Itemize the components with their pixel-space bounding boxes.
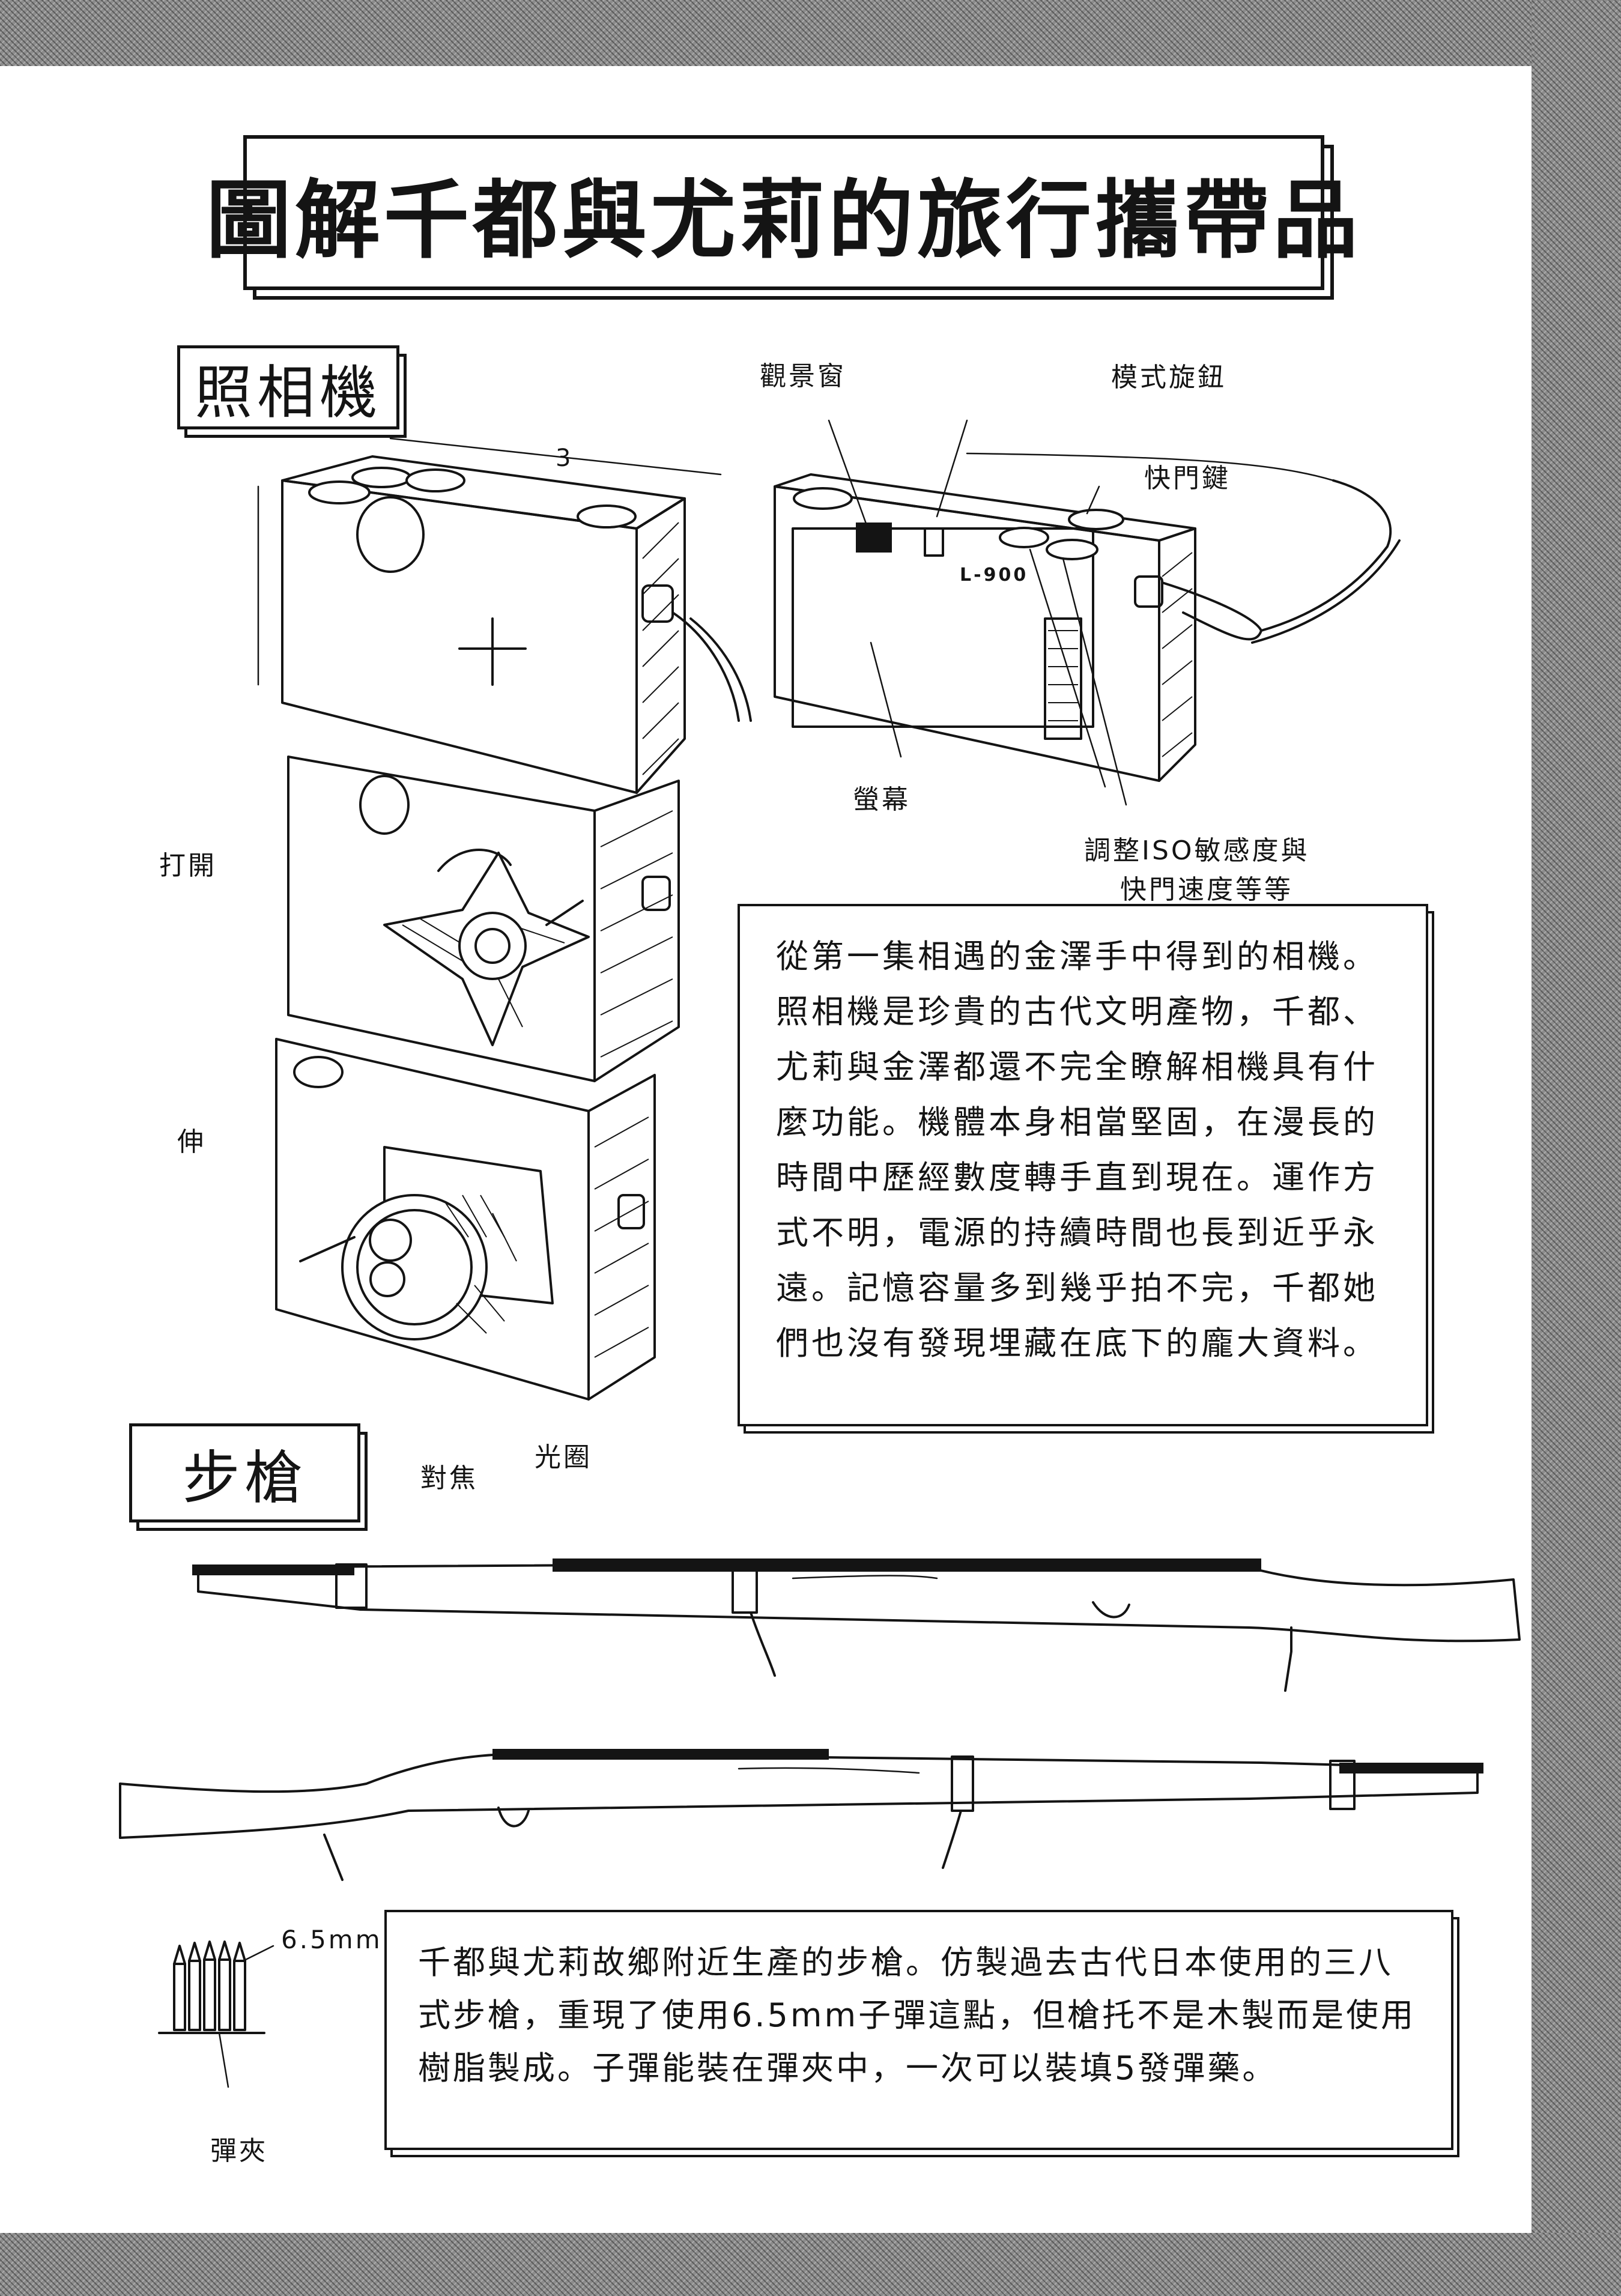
iso-label-line2: 快門速度等等 [1120, 874, 1293, 905]
focus-label: 對焦 [420, 1463, 478, 1494]
rifle-section-heading: 步槍 [129, 1423, 360, 1522]
mode-dial-label: 模式旋鈕 [1111, 362, 1226, 393]
screentone-border-top [0, 0, 1621, 66]
rifle-description-box: 千都與尤莉故鄉附近生產的步槍。仿製過去古代日本使用的三八式步槍，重現了使用6.5… [384, 1910, 1453, 2150]
page-title: 圖解千都與尤莉的旅行攜帶品 [206, 171, 1362, 270]
model-label: L-900 [960, 565, 1029, 586]
screen-label: 螢幕 [853, 784, 910, 815]
camera-front-closed-illustration [257, 437, 752, 794]
screentone-border-right [1532, 0, 1621, 2296]
camera-extended-lens-illustration [275, 1038, 656, 1401]
iso-label-line1: 調整ISO敏感度與 [1084, 835, 1310, 866]
camera-open-illustration [287, 756, 680, 1082]
dimension-label: 3 [556, 444, 574, 472]
camera-description: 從第一集相遇的金澤手中得到的相機。照相機是珍貴的古代文明產物，千都、尤莉與金澤都… [776, 937, 1378, 1362]
extend-label: 伸 [177, 1127, 206, 1157]
page-title-box: 圖解千都與尤莉的旅行攜帶品 [206, 135, 1358, 290]
screentone-border-bottom [0, 2233, 1621, 2296]
aperture-label: 光圈 [535, 1442, 592, 1473]
open-label: 打開 [159, 850, 217, 881]
camera-section-heading: 照相機 [177, 345, 399, 429]
caliber-label: 6.5mm [281, 1925, 383, 1954]
ammo-clip-illustration [158, 1940, 274, 2088]
viewfinder-label: 觀景窗 [760, 361, 846, 392]
shutter-button-label: 快門鍵 [1144, 463, 1231, 494]
rifle-top-illustration [192, 1558, 1521, 1692]
rifle-bottom-illustration [119, 1749, 1483, 1881]
camera-description-box: 從第一集相遇的金澤手中得到的相機。照相機是珍貴的古代文明產物，千都、尤莉與金澤都… [738, 904, 1428, 1426]
clip-label: 彈夾 [210, 2136, 268, 2166]
rifle-heading-text: 步槍 [182, 1444, 308, 1512]
camera-back-illustration [774, 419, 1401, 806]
camera-heading-text: 照相機 [195, 359, 382, 426]
rifle-description: 千都與尤莉故鄉附近生產的步槍。仿製過去古代日本使用的三八式步槍，重現了使用6.5… [418, 1943, 1416, 2087]
